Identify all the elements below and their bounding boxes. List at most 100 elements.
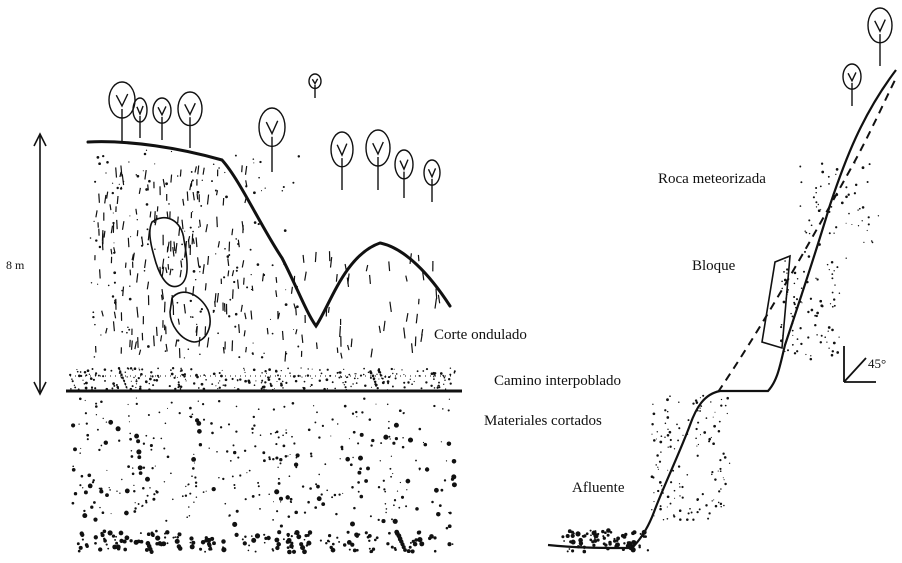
fracture-mark (180, 270, 181, 277)
fracture-mark (137, 307, 138, 318)
sediment-dot (130, 367, 132, 369)
sediment-dot (433, 405, 435, 407)
sediment-dot (385, 503, 387, 505)
sediment-dot (801, 288, 802, 289)
sediment-dot (211, 180, 213, 182)
sediment-dot (358, 456, 363, 461)
sediment-dot (712, 442, 715, 445)
fracture-mark (137, 230, 138, 236)
sediment-dot (370, 515, 372, 517)
sediment-dot (253, 424, 255, 426)
sediment-dot (831, 329, 834, 332)
sediment-dot (123, 539, 127, 543)
sediment-dot (276, 381, 277, 382)
sediment-dot (781, 281, 783, 283)
sediment-dot (799, 166, 801, 168)
sediment-dot (268, 368, 271, 371)
sediment-dot (703, 431, 706, 434)
sediment-dot (679, 483, 680, 484)
sediment-dot (862, 166, 865, 169)
sediment-dot (294, 511, 298, 515)
fracture-mark (100, 269, 101, 278)
sediment-dot (314, 421, 316, 423)
sediment-dot (175, 539, 180, 544)
tree-icon (400, 160, 408, 170)
sediment-dot (106, 470, 107, 471)
sediment-dot (304, 511, 306, 513)
sediment-dot (667, 429, 668, 430)
sediment-dot (168, 203, 170, 205)
sediment-dot (259, 508, 261, 510)
sediment-dot (270, 383, 272, 385)
sediment-dot (434, 373, 435, 374)
sediment-dot (437, 387, 439, 389)
fracture-mark (217, 217, 218, 228)
sediment-dot (697, 455, 699, 457)
sediment-dot (446, 527, 449, 530)
sediment-dot (679, 495, 680, 496)
sediment-dot (718, 471, 719, 472)
sediment-dot (304, 381, 306, 383)
sediment-dot (103, 539, 107, 543)
sediment-dot (417, 370, 419, 372)
sediment-dot (90, 237, 92, 239)
sediment-dot (360, 433, 364, 437)
sediment-dot (244, 369, 245, 370)
sediment-dot (715, 412, 716, 413)
sediment-dot (833, 342, 836, 345)
sediment-dot (718, 502, 720, 504)
sediment-dot (443, 384, 444, 385)
sediment-dot (113, 385, 115, 387)
sediment-dot (112, 222, 114, 224)
sediment-dot (337, 423, 338, 424)
sediment-dot (353, 431, 356, 434)
sediment-dot (715, 505, 718, 508)
sediment-dot (218, 400, 220, 402)
sediment-dot (84, 490, 88, 494)
sediment-dot (285, 455, 288, 458)
sediment-dot (411, 383, 413, 385)
sediment-dot (859, 208, 861, 210)
fracture-mark (154, 336, 155, 347)
sediment-dot (816, 334, 817, 335)
sediment-dot (571, 534, 575, 538)
sediment-dot (388, 532, 391, 535)
sediment-dot (293, 329, 294, 330)
sediment-dot (434, 488, 439, 493)
sediment-dot (807, 336, 809, 338)
sediment-dot (274, 538, 279, 543)
sediment-dot (152, 384, 154, 386)
sediment-dot (833, 298, 835, 300)
sediment-dot (258, 177, 260, 179)
fracture-mark (294, 304, 296, 309)
sediment-dot (673, 516, 675, 518)
sediment-dot (658, 469, 659, 470)
sediment-dot (93, 379, 95, 381)
fracture-mark (215, 301, 216, 307)
fracture-mark (197, 194, 198, 200)
sediment-dot (678, 465, 680, 467)
sediment-dot (136, 341, 137, 342)
sediment-dot (276, 431, 279, 434)
sediment-dot (320, 540, 322, 542)
sediment-dot (101, 445, 103, 447)
fracture-mark (232, 270, 233, 276)
sediment-dot (388, 376, 389, 377)
sediment-dot (235, 533, 239, 537)
sediment-dot (720, 470, 722, 472)
sediment-dot (436, 512, 441, 517)
sediment-dot (177, 302, 179, 304)
sediment-dot (119, 531, 124, 536)
sediment-dot (94, 356, 96, 358)
sediment-dot (254, 445, 256, 447)
sediment-dot (327, 540, 330, 543)
sediment-dot (275, 456, 278, 459)
sediment-dot (833, 270, 834, 271)
fracture-mark (126, 263, 127, 268)
sediment-dot (234, 387, 235, 388)
sediment-dot (261, 372, 262, 373)
sediment-dot (355, 411, 357, 413)
sediment-dot (140, 532, 142, 534)
sediment-dot (691, 512, 693, 514)
sediment-dot (151, 375, 153, 377)
